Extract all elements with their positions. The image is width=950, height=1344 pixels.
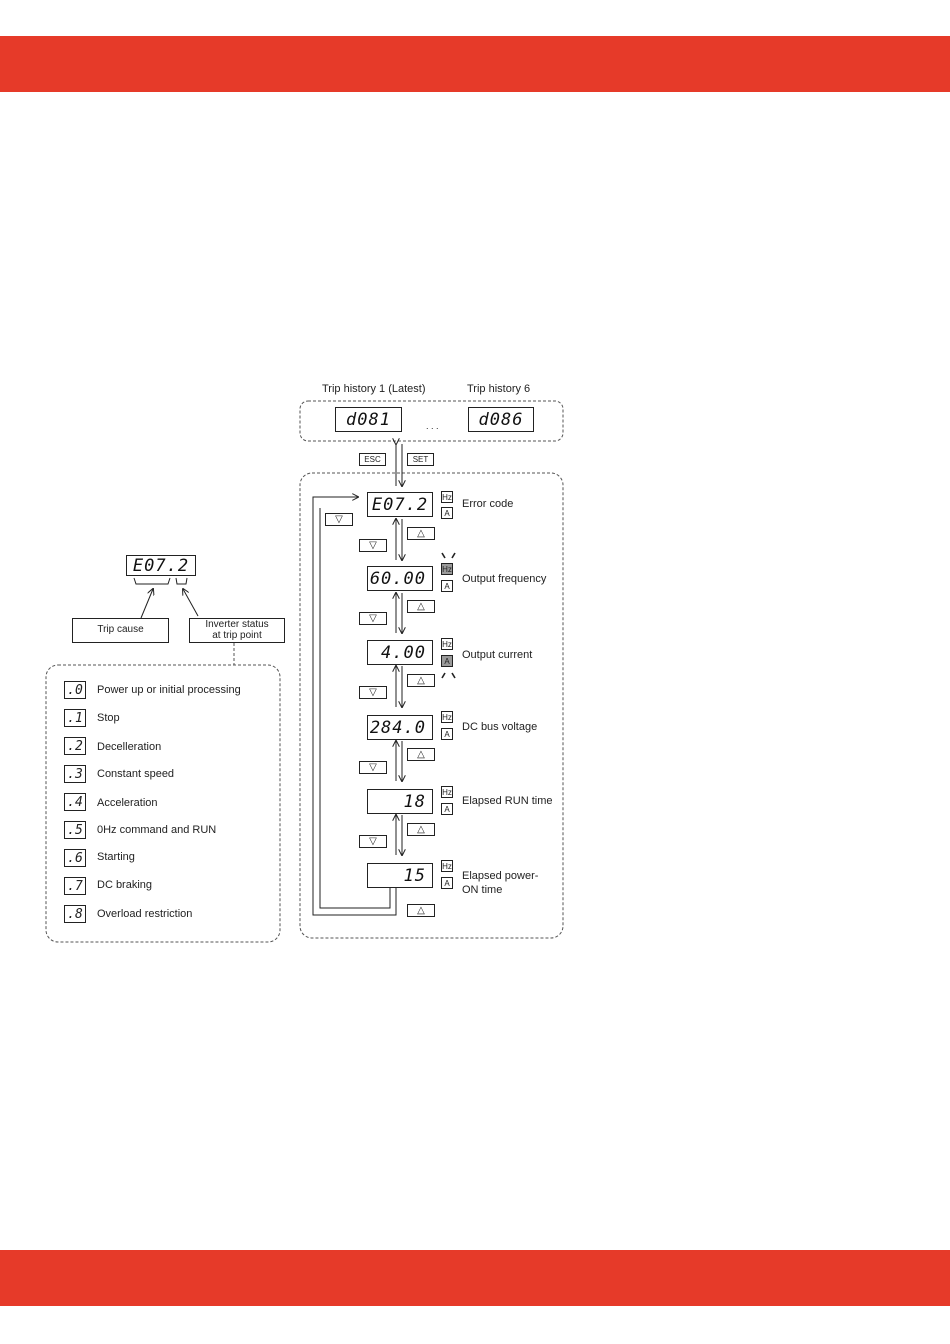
up-key[interactable]: △	[407, 904, 435, 917]
error-code-display: E07.2	[367, 492, 433, 517]
bottom-banner	[0, 1250, 950, 1306]
status-text-6: Starting	[97, 851, 135, 863]
status-text-1: Stop	[97, 712, 120, 724]
status-text-0: Power up or initial processing	[97, 684, 241, 696]
status-code-5: .5	[64, 821, 86, 839]
status-text-2: Decelleration	[97, 741, 162, 753]
elapsed-power-on-time-label: Elapsed power-	[462, 870, 539, 882]
a-indicator: A	[441, 877, 453, 889]
status-code-2: .2	[64, 737, 86, 755]
hz-indicator: Hz	[441, 786, 453, 798]
trip-history-latest-display: d081	[335, 407, 402, 432]
explain-display: E07.2	[126, 555, 196, 576]
a-indicator: A	[441, 803, 453, 815]
hz-indicator: Hz	[441, 638, 453, 650]
down-key[interactable]: ▽	[359, 612, 387, 625]
error-code-label: Error code	[462, 498, 514, 510]
status-text-3: Constant speed	[97, 768, 175, 780]
trip-history-latest-label: Trip history 1 (Latest)	[322, 383, 426, 395]
a-indicator: A	[441, 580, 453, 592]
output-current-display: 4.00	[367, 640, 433, 665]
down-key[interactable]: ▽	[359, 835, 387, 848]
a-indicator: A	[441, 728, 453, 740]
hz-indicator: Hz	[441, 711, 453, 723]
status-code-6: .6	[64, 849, 86, 867]
up-key[interactable]: △	[407, 748, 435, 761]
status-code-8: .8	[64, 905, 86, 923]
inverter-status-line2: at trip point	[212, 629, 262, 641]
status-code-0: .0	[64, 681, 86, 699]
status-text-4: Acceleration	[97, 797, 158, 809]
status-code-4: .4	[64, 793, 86, 811]
hz-indicator: Hz	[441, 860, 453, 872]
down-key[interactable]: ▽	[359, 539, 387, 552]
elapsed-power-on-time-display: 15	[367, 863, 433, 888]
down-key[interactable]: ▽	[359, 761, 387, 774]
top-banner	[0, 36, 950, 92]
status-code-7: .7	[64, 877, 86, 895]
hz-indicator: Hz	[441, 491, 453, 503]
elapsed-run-time-display: 18	[367, 789, 433, 814]
dc-bus-voltage-label: DC bus voltage	[462, 721, 538, 733]
down-key[interactable]: ▽	[325, 513, 353, 526]
output-current-label: Output current	[462, 649, 533, 661]
elapsed-run-time-label: Elapsed RUN time	[462, 795, 553, 807]
set-key[interactable]: SET	[407, 453, 434, 466]
status-text-8: Overload restriction	[97, 908, 193, 920]
status-code-3: .3	[64, 765, 86, 783]
down-key[interactable]: ▽	[359, 686, 387, 699]
status-code-1: .1	[64, 709, 86, 727]
trip-history-last-display: d086	[468, 407, 534, 432]
output-frequency-label: Output frequency	[462, 573, 547, 585]
output-frequency-display: 60.00	[367, 566, 433, 591]
up-key[interactable]: △	[407, 823, 435, 836]
esc-key[interactable]: ESC	[359, 453, 386, 466]
inverter-status-callout: Inverter status at trip point	[189, 618, 285, 643]
ellipsis: . . .	[426, 421, 439, 431]
a-indicator: A	[441, 507, 453, 519]
up-key[interactable]: △	[407, 674, 435, 687]
inverter-status-line1: Inverter status	[205, 619, 269, 630]
trip-cause-callout: Trip cause	[72, 618, 169, 643]
trip-history-last-label: Trip history 6	[467, 383, 531, 395]
a-indicator-lit: A	[441, 655, 453, 667]
hz-indicator-lit: Hz	[441, 563, 453, 575]
up-key[interactable]: △	[407, 600, 435, 613]
elapsed-power-on-time-label-line2: ON time	[462, 884, 503, 896]
dc-bus-voltage-display: 284.0	[367, 715, 433, 740]
status-text-5: 0Hz command and RUN	[97, 824, 217, 836]
up-key[interactable]: △	[407, 527, 435, 540]
status-text-7: DC braking	[97, 879, 153, 891]
